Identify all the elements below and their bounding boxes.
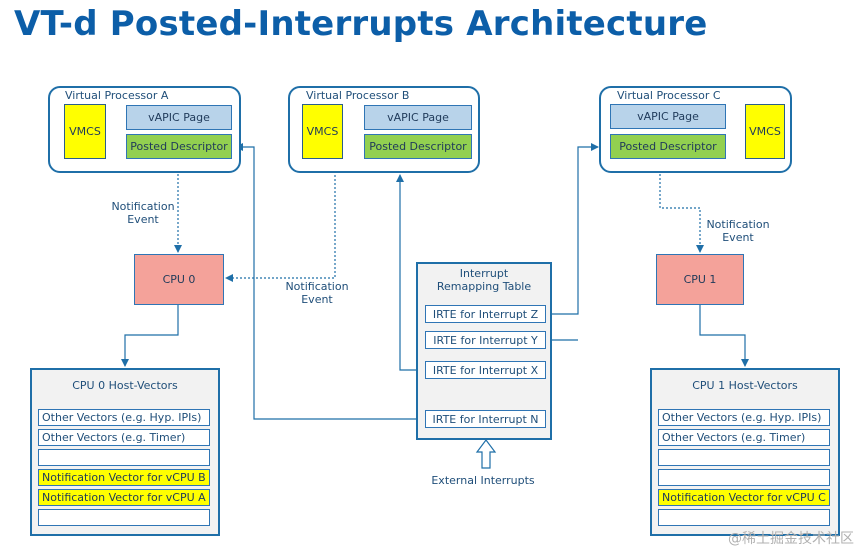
irte-y: IRTE for Interrupt Y (425, 331, 546, 349)
vp-a-vapic-page: vAPIC Page (126, 105, 232, 130)
cpu0-vector-slot-vcpu-b: Notification Vector for vCPU B (38, 469, 210, 486)
cpu1-vector-slot (658, 509, 830, 526)
vp-c-title: Virtual Processor C (617, 89, 721, 102)
vp-b-vapic-page: vAPIC Page (364, 105, 472, 130)
irte-n-to-vp-a-line (235, 143, 425, 420)
vp-a-title: Virtual Processor A (65, 89, 169, 102)
cpu0-to-vectors-arrow (121, 305, 179, 367)
cpu0-vector-slot (38, 449, 210, 466)
cpu1-vector-slot-vcpu-c: Notification Vector for vCPU C (658, 489, 830, 506)
vp-b-title: Virtual Processor B (306, 89, 410, 102)
cpu1-vector-slot (658, 449, 830, 466)
cpu-1-box: CPU 1 (656, 254, 744, 305)
page-title: VT-d Posted-Interrupts Architecture (14, 4, 708, 44)
vp-a-posted-descriptor: Posted Descriptor (126, 134, 232, 159)
cpu0-vector-slot (38, 509, 210, 526)
vp-b-vmcs: VMCS (302, 104, 343, 159)
irte-z: IRTE for Interrupt Z (425, 305, 546, 323)
watermark: @稀土掘金技术社区 (728, 531, 854, 547)
notification-b-dotted-arrow (225, 163, 336, 282)
cpu1-host-vectors-title: CPU 1 Host-Vectors (692, 379, 798, 392)
cpu1-vector-slot: Other Vectors (e.g. Timer) (658, 429, 830, 446)
vp-b-posted-descriptor: Posted Descriptor (364, 134, 472, 159)
cpu0-host-vectors-title: CPU 0 Host-Vectors (72, 379, 178, 392)
vp-c-vapic-page: vAPIC Page (610, 104, 726, 129)
irte-z-to-vp-c-line (546, 143, 599, 315)
cpu0-vector-slot-vcpu-a: Notification Vector for vCPU A (38, 489, 210, 506)
cpu1-to-vectors-arrow (699, 305, 749, 367)
irte-n: IRTE for Interrupt N (425, 410, 546, 428)
cpu0-vector-slot: Other Vectors (e.g. Timer) (38, 429, 210, 446)
notification-c-dotted-arrow (659, 158, 704, 253)
cpu1-vector-slot (658, 469, 830, 486)
vp-c-vmcs: VMCS (745, 104, 785, 159)
cpu-0-box: CPU 0 (134, 254, 224, 305)
cpu0-vector-slot: Other Vectors (e.g. Hyp. IPIs) (38, 409, 210, 426)
vp-c-posted-descriptor: Posted Descriptor (610, 134, 726, 159)
external-interrupts-arrow (475, 439, 497, 469)
irte-x: IRTE for Interrupt X (425, 361, 546, 379)
cpu1-vector-slot: Other Vectors (e.g. Hyp. IPIs) (658, 409, 830, 426)
external-interrupts-label: External Interrupts (431, 474, 535, 487)
vp-a-vmcs: VMCS (64, 104, 106, 159)
